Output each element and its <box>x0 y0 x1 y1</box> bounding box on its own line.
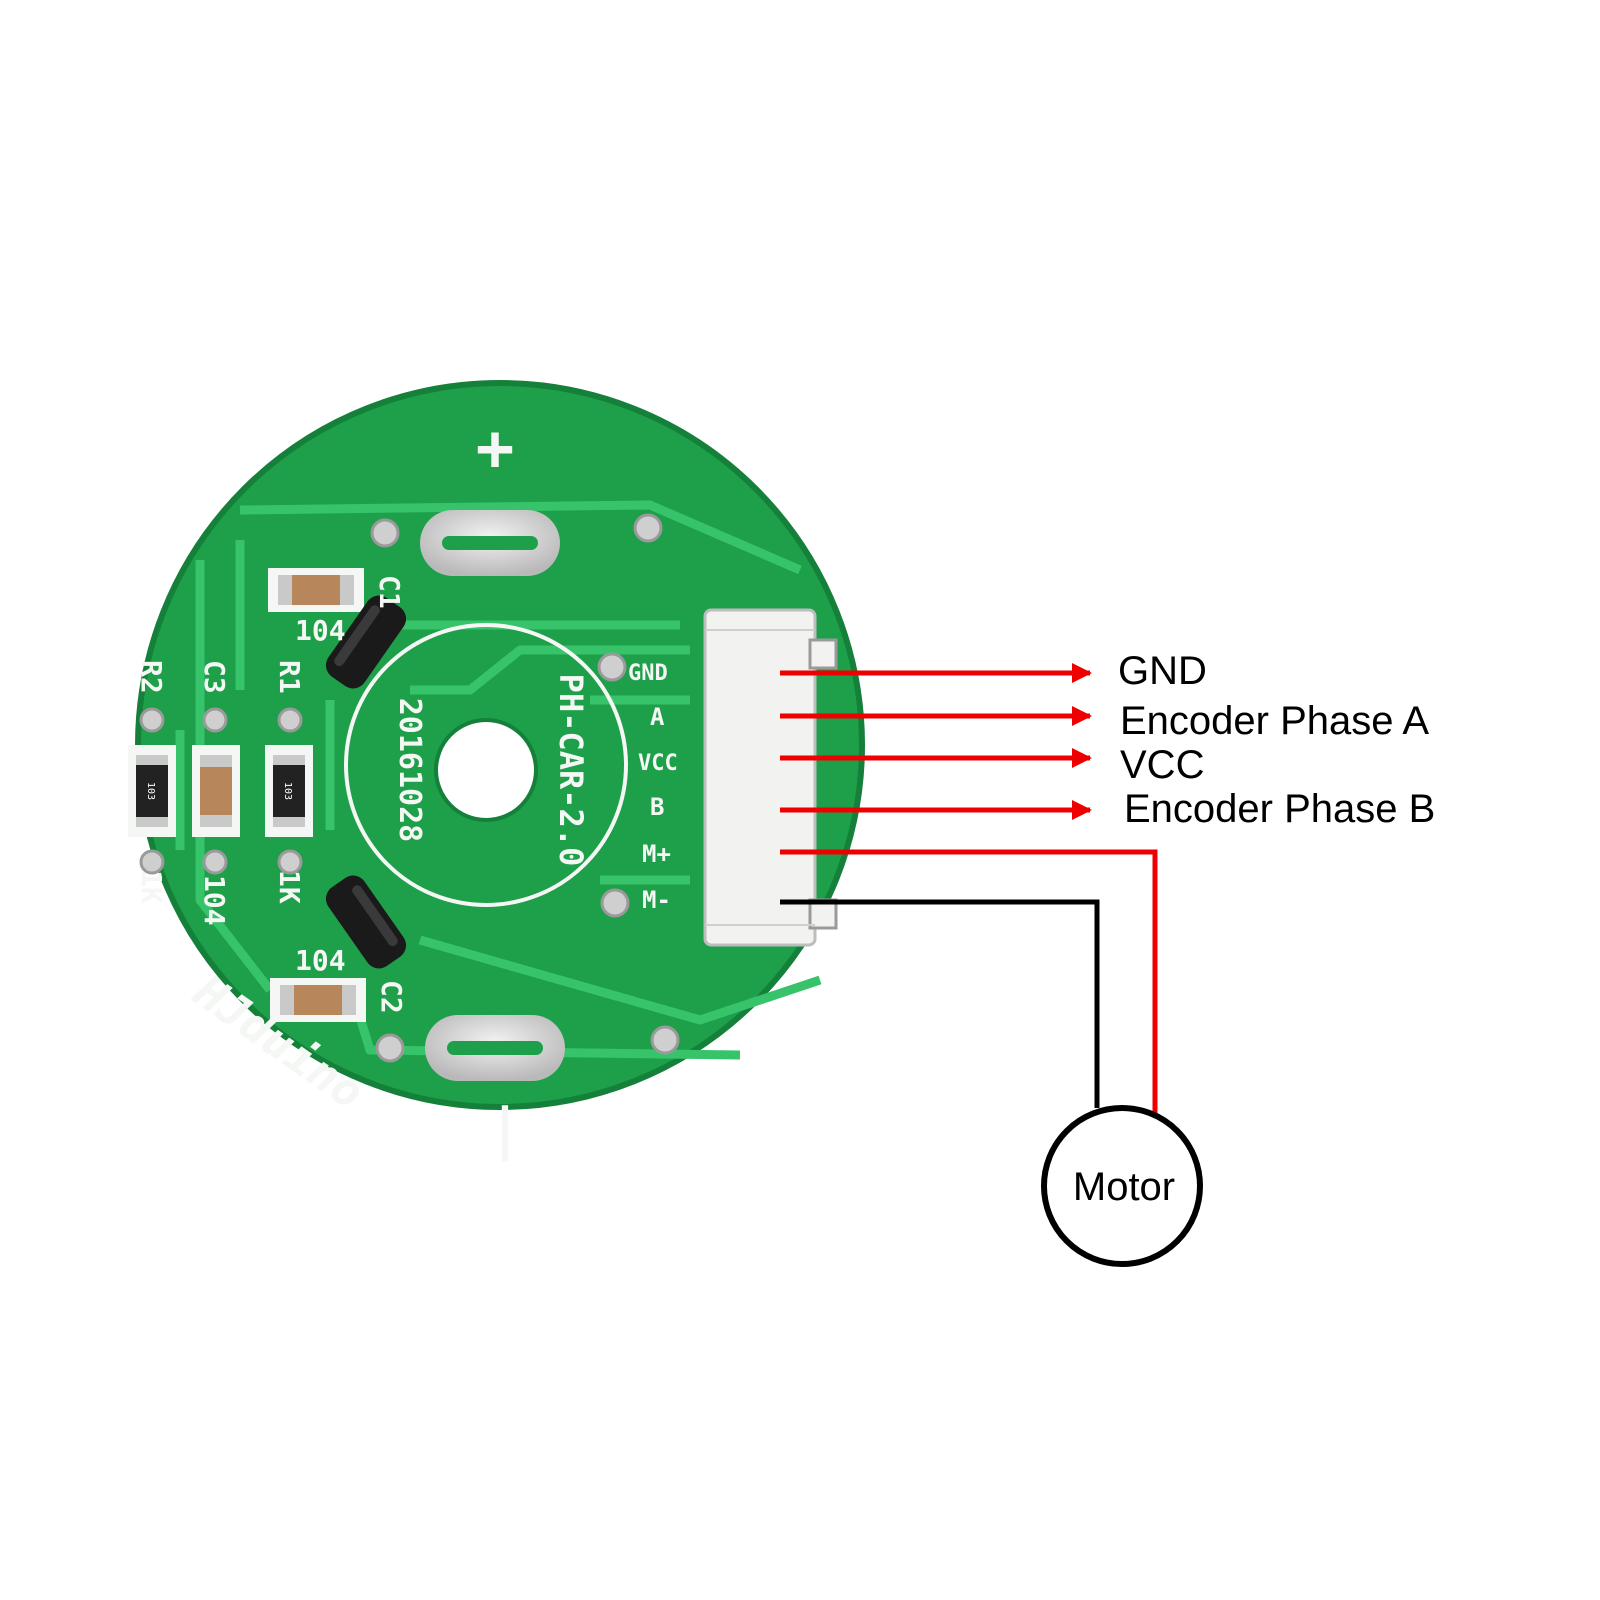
label-date-code: 20161028 <box>392 698 427 843</box>
wire-motor-minus <box>780 899 1100 1108</box>
center-ring <box>344 623 628 907</box>
smd-c2 <box>270 978 366 1022</box>
label-encoder-phase-b: Encoder Phase B <box>1124 787 1435 831</box>
top-slot-pad <box>420 510 560 576</box>
pin-m-plus: M+ <box>642 840 671 868</box>
motor-symbol: Motor <box>1041 1105 1203 1267</box>
pin-m-minus: M- <box>642 886 671 914</box>
signal-wires <box>780 663 1158 1118</box>
plus-mark: + <box>476 412 515 486</box>
label-r2: R2 <box>135 660 168 694</box>
hall-sensor-bottom <box>325 875 407 969</box>
label-c1-value: 104 <box>295 614 346 647</box>
bottom-slot-pad <box>425 1015 565 1081</box>
label-vcc: VCC <box>1120 743 1204 787</box>
label-r2-value: 1K <box>135 870 168 904</box>
label-encoder-phase-a: Encoder Phase A <box>1120 699 1429 743</box>
shaft-hole <box>434 718 538 822</box>
r2-code: 103 <box>145 782 156 800</box>
pin-a: A <box>650 703 665 731</box>
connector-header <box>703 608 838 947</box>
label-c3-value: 104 <box>198 875 231 926</box>
label-c2: C2 <box>375 980 408 1014</box>
pin-labels: GND A VCC B M+ M- <box>628 661 678 914</box>
smd-c1 <box>268 568 364 612</box>
label-model: PH-CAR-2.0 <box>552 674 590 867</box>
smd-r1: 103 <box>265 745 313 837</box>
pin-b: B <box>650 793 664 821</box>
pin-vcc: VCC <box>638 751 678 776</box>
via-holes <box>139 513 680 1063</box>
motor-circle <box>1041 1105 1203 1267</box>
pin-gnd: GND <box>628 661 668 686</box>
smd-c3 <box>192 745 240 837</box>
label-gnd: GND <box>1118 649 1207 693</box>
smd-r2: 103 <box>128 745 176 837</box>
hall-sensor-top <box>325 595 407 689</box>
minus-mark: | <box>488 1097 522 1162</box>
label-c1: C1 <box>373 575 406 609</box>
pcb-board: + | <box>128 380 865 1162</box>
pin-function-labels: GND Encoder Phase A VCC Encoder Phase B <box>1118 649 1435 831</box>
r1-code: 103 <box>282 782 293 800</box>
label-r1-value: 1K <box>273 870 306 904</box>
wire-motor-plus <box>780 849 1158 1118</box>
label-c2-value: 104 <box>295 944 346 977</box>
label-r1: R1 <box>273 660 306 694</box>
motor-label: Motor <box>1073 1165 1175 1209</box>
label-c3: C3 <box>198 660 231 694</box>
